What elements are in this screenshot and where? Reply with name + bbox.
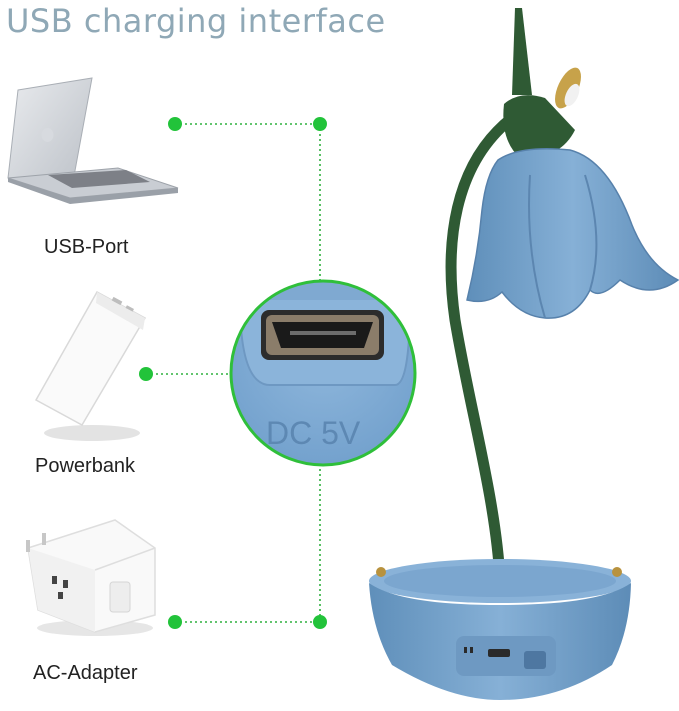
port-zoom-circle: DC 5V — [229, 279, 417, 467]
laptop-icon — [7, 77, 179, 204]
bee-ornament-icon — [555, 67, 581, 109]
powerbank-icon — [34, 290, 147, 441]
lamp-product — [369, 8, 679, 700]
powerbank-label: Powerbank — [35, 455, 136, 477]
page-title: USB charging interface — [6, 2, 386, 40]
connector-dots — [139, 117, 327, 629]
ac-adapter-icon — [26, 519, 156, 636]
port-marking: DC 5V — [266, 415, 361, 451]
ac-adapter-label: AC-Adapter — [33, 662, 138, 684]
micro-usb-port-icon — [261, 310, 384, 360]
power-switch-icon — [524, 651, 546, 669]
connector-lines — [146, 123, 321, 623]
usb-port-label: USB-Port — [44, 236, 129, 258]
base-usb-port-icon — [488, 649, 510, 657]
